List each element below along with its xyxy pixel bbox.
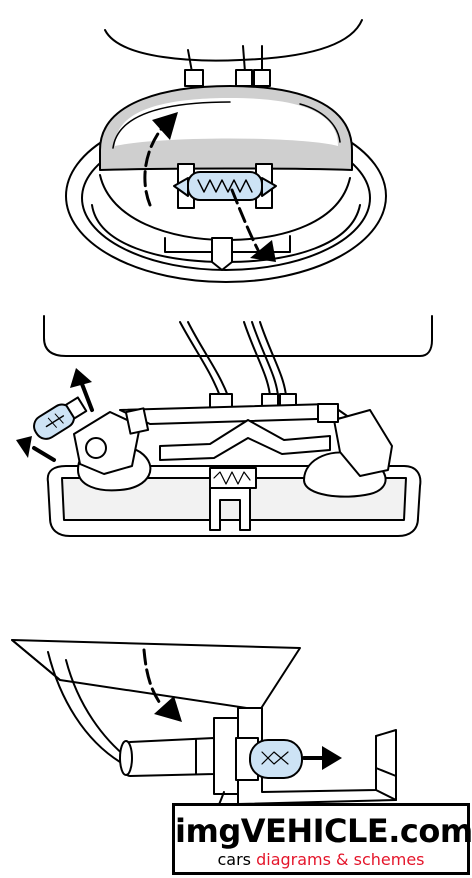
wire	[187, 321, 229, 397]
bulb-bracket-left	[73, 411, 141, 475]
watermark-subtitle-highlight: diagrams & schemes	[256, 850, 425, 869]
wire	[243, 321, 271, 397]
lamp-mount	[43, 315, 433, 357]
watermark-subtitle: cars diagrams & schemes	[175, 850, 467, 870]
curved-arrow-icon	[143, 112, 178, 207]
connector	[184, 69, 204, 87]
wire	[259, 321, 287, 397]
bulb-bracket-right	[333, 409, 393, 477]
step-3-socket	[11, 639, 397, 813]
release-tab	[209, 487, 251, 531]
step-1-dome-lamp	[65, 19, 387, 283]
watermark-title: imgVEHICLE.com	[175, 812, 472, 850]
festoon-bulb-icon	[173, 171, 277, 201]
socket-collar	[213, 717, 239, 795]
bulb-socket	[121, 737, 215, 777]
straight-arrow-icon	[70, 368, 94, 412]
wire	[187, 49, 193, 73]
connector	[253, 69, 271, 87]
wedge-bulb-icon	[33, 396, 88, 440]
watermark-subtitle-prefix: cars	[217, 850, 251, 869]
connector	[235, 69, 253, 87]
wedge-bulb-icon	[235, 737, 303, 781]
wire	[179, 321, 221, 397]
wire	[251, 321, 279, 397]
straight-arrow-icon	[302, 746, 342, 770]
curved-arrow-icon	[230, 188, 276, 262]
straight-arrow-icon	[16, 436, 56, 462]
wire-harness	[104, 19, 363, 62]
release-tab	[211, 237, 233, 271]
step-2-map-lamp	[16, 315, 433, 537]
watermark-logo: imgVEHICLE.com cars diagrams & schemes	[172, 803, 472, 875]
wire	[242, 45, 246, 73]
lamp-rail	[119, 403, 351, 425]
curved-arrow-icon	[142, 648, 182, 722]
reflector-frame	[159, 419, 331, 461]
